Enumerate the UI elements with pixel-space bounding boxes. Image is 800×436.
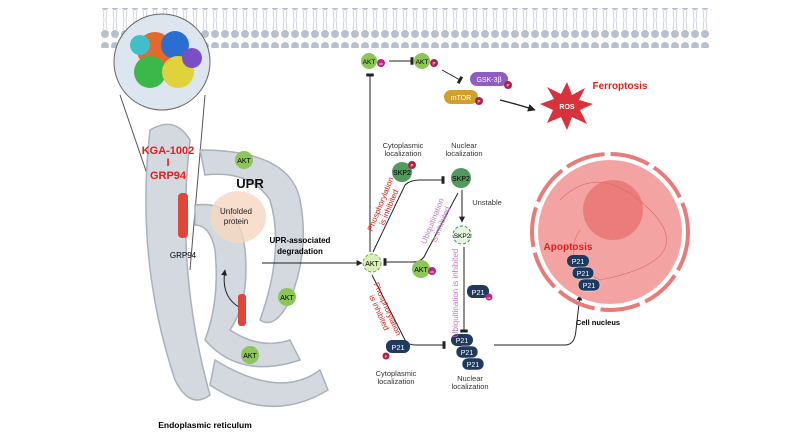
- skp2-degraded: SKP2: [452, 225, 472, 245]
- nuclear-label: localization: [451, 382, 488, 391]
- svg-text:P21: P21: [456, 338, 469, 345]
- drug-name: KGA-1002: [142, 145, 195, 157]
- grp94-receptor-icon: [178, 193, 188, 238]
- svg-text:AKT: AKT: [365, 261, 379, 268]
- svg-text:AKT: AKT: [243, 353, 257, 360]
- svg-text:P21: P21: [467, 362, 480, 369]
- ros-burst: ROS: [540, 82, 593, 130]
- svg-text:SKP2: SKP2: [393, 170, 411, 177]
- upr-degradation-label-2: degradation: [277, 247, 323, 256]
- svg-text:ub: ub: [487, 296, 491, 300]
- svg-text:P21: P21: [471, 288, 484, 297]
- nuclear-label: Nuclear: [451, 141, 477, 150]
- unfolded-protein-label-2: protein: [224, 217, 248, 226]
- cytoplasmic-label: Cytoplasmic: [376, 369, 417, 378]
- cytoplasmic-label: Cytoplasmic: [383, 141, 424, 150]
- svg-text:P: P: [506, 83, 509, 88]
- cell-nucleus-label: Cell nucleus: [576, 318, 620, 327]
- svg-text:ub: ub: [379, 62, 383, 66]
- nuclear-label: Nuclear: [457, 374, 483, 383]
- svg-text:ROS: ROS: [559, 104, 575, 111]
- svg-text:mTOR: mTOR: [451, 95, 471, 102]
- svg-text:P21: P21: [572, 259, 585, 266]
- cell-nucleus: [530, 152, 690, 312]
- er-title: Endoplasmic reticulum: [158, 420, 252, 430]
- nuclear-label: localization: [445, 149, 482, 158]
- svg-text:P: P: [385, 354, 388, 359]
- svg-text:P21: P21: [461, 350, 474, 357]
- cytoplasmic-label: localization: [384, 149, 421, 158]
- upr-label: UPR: [236, 176, 264, 191]
- skp2-nuclear: SKP2: [451, 168, 471, 188]
- svg-text:P21: P21: [577, 271, 590, 278]
- unstable-label: Unstable: [472, 198, 502, 207]
- target-name: GRP94: [150, 170, 187, 182]
- svg-text:P21: P21: [583, 283, 596, 290]
- cytoplasmic-label: localization: [377, 377, 414, 386]
- svg-text:P: P: [410, 163, 413, 168]
- gsk3b-protein: GSK-3βP: [470, 72, 512, 89]
- unfolded-protein-label-1: Unfolded: [220, 207, 252, 216]
- grp94-receptor-icon: [238, 294, 246, 326]
- svg-text:AKT: AKT: [416, 59, 429, 66]
- svg-text:AKT: AKT: [237, 158, 251, 165]
- svg-text:AKT: AKT: [280, 295, 294, 302]
- akt-protein: AKT: [278, 288, 296, 306]
- svg-text:P: P: [477, 99, 480, 104]
- svg-text:SKP2: SKP2: [454, 233, 471, 240]
- p21-nucleus-stack: P21 P21 P21: [567, 255, 601, 292]
- endoplasmic-reticulum: [145, 123, 329, 407]
- skp2-phospho: SKP2 P: [392, 161, 416, 182]
- ubiquitination-inhibited-label: Ubiquitination is inhibited: [451, 249, 460, 338]
- akt-protein: AKT: [241, 346, 259, 364]
- p21-nuclear-stack: P21 P21 P21: [451, 334, 485, 371]
- ferroptosis-label: Ferroptosis: [592, 81, 647, 92]
- degraded-akt: AKT: [362, 253, 382, 273]
- inhibit-symbol: I: [166, 157, 169, 169]
- svg-text:ub: ub: [430, 270, 434, 274]
- drug-label: KGA-1002 I GRP94: [142, 145, 195, 182]
- mtor-protein: mTOR P: [444, 90, 483, 105]
- grp94-label: GRP94: [170, 251, 197, 260]
- grp94-structure-image: [113, 13, 211, 271]
- svg-text:SKP2: SKP2: [452, 176, 470, 183]
- svg-text:AKT: AKT: [414, 267, 428, 274]
- upr-degradation-label-1: UPR-associated: [270, 236, 331, 245]
- svg-text:P: P: [432, 61, 435, 66]
- svg-text:P21: P21: [391, 343, 404, 352]
- svg-text:GSK-3β: GSK-3β: [476, 77, 501, 84]
- akt-protein: AKT: [235, 151, 253, 169]
- svg-text:AKT: AKT: [363, 59, 376, 66]
- apoptosis-label: Apoptosis: [544, 242, 593, 253]
